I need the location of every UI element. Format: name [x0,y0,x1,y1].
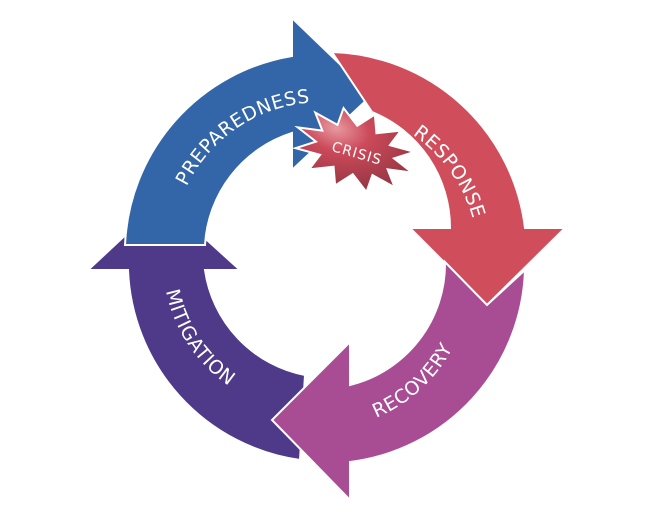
preparedness-arrow [123,15,374,246]
stage-recovery: RECOVERY [270,259,527,503]
recovery-arrow [270,259,527,503]
mitigation-arrow [85,198,307,462]
crisis-event: CRISIS [291,105,419,195]
crisis-starburst [291,105,419,195]
response-arrow [330,50,568,307]
